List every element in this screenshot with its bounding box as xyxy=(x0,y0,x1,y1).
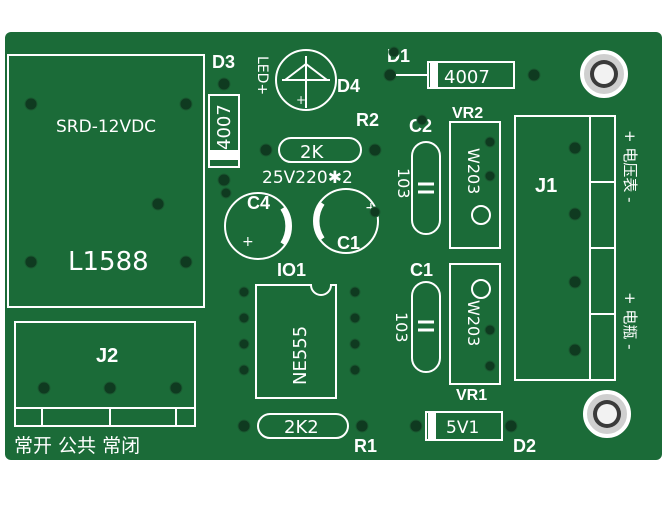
r2-value-text: 2K xyxy=(300,142,324,163)
j1-label: J1 xyxy=(535,175,557,197)
d1-value-text: 4007 xyxy=(444,67,490,88)
led-d4: + xyxy=(275,49,337,111)
ic-value-text: NE555 xyxy=(290,326,311,385)
j1-battery-text: + 电瓶 - xyxy=(621,292,639,350)
vr1-outline xyxy=(449,263,501,385)
svg-text:+: + xyxy=(242,234,254,250)
relay-outline xyxy=(7,54,205,308)
d2-label: D2 xyxy=(513,436,536,456)
vr2-pad-1 xyxy=(484,136,496,148)
r2-pad-left xyxy=(259,143,273,157)
r1-pad-left xyxy=(237,419,251,433)
io1-label: IO1 xyxy=(277,260,306,280)
c1-ceramic-label: C1 xyxy=(410,260,433,280)
d1-band xyxy=(430,62,438,88)
background-strip xyxy=(0,460,667,500)
c1-ceramic-value-text: 103 xyxy=(392,312,411,343)
svg-text:+: + xyxy=(296,93,306,107)
vr1-pad-1 xyxy=(484,324,496,336)
d3-pad-bottom xyxy=(217,173,231,187)
vr2-pad-2 xyxy=(484,170,496,182)
d1-outline xyxy=(427,61,515,89)
cap-rating-text: 25V220✱2 xyxy=(262,168,353,188)
c1-electrolytic-label: C1 xyxy=(337,233,360,253)
relay-pads xyxy=(24,97,193,269)
vr1-pad-2 xyxy=(484,360,496,372)
d2-pad-right xyxy=(504,419,518,433)
r2-pad-right xyxy=(368,143,382,157)
d1-pad-right xyxy=(527,68,541,82)
d3-value-text: 4007 xyxy=(214,104,235,150)
ic-pads xyxy=(238,286,361,376)
d1-pad-left xyxy=(383,68,397,82)
mounting-hole-top-right xyxy=(580,50,628,98)
vr2-adjust xyxy=(471,205,491,225)
c4-label: C4 xyxy=(247,193,270,213)
j2-contact-text: 常开 公共 常闭 xyxy=(14,435,140,457)
j1-voltmeter-text: + 电压表 - xyxy=(621,130,639,203)
vr2-outline xyxy=(449,121,501,249)
j2-outline xyxy=(14,321,196,427)
d3-outline xyxy=(208,94,240,168)
vr2-label: VR2 xyxy=(452,105,483,122)
d3-label: D3 xyxy=(212,52,235,72)
d3-band xyxy=(209,150,239,160)
r1-outline xyxy=(257,413,349,439)
vr1-label: VR1 xyxy=(456,387,487,404)
j2-label: J2 xyxy=(96,345,118,367)
r1-pad-right xyxy=(355,419,369,433)
misc-pads xyxy=(220,46,428,218)
vr2-value-text: W203 xyxy=(464,148,483,194)
j2-pads xyxy=(37,381,183,395)
c2-value-text: 103 xyxy=(394,168,413,199)
capacitor-c1-electrolytic: + xyxy=(313,188,379,254)
mounting-hole-bottom-right xyxy=(583,390,631,438)
d4-label: D4 xyxy=(337,76,360,96)
led-text: LED+ xyxy=(254,56,270,95)
vr1-value-text: W203 xyxy=(464,300,483,346)
j1-pads xyxy=(568,141,582,357)
c1-ceramic-outline xyxy=(411,281,441,373)
d2-band xyxy=(428,412,436,440)
d3-pad-top xyxy=(217,77,231,91)
d2-value-text: 5V1 xyxy=(446,418,479,438)
pcb-surface xyxy=(5,32,662,460)
relay-code-text: L1588 xyxy=(68,247,149,277)
vr1-adjust xyxy=(471,279,491,299)
d2-pad-left xyxy=(409,419,423,433)
ic-outline xyxy=(255,284,337,399)
svg-text:+: + xyxy=(365,200,377,216)
relay-model-text: SRD-12VDC xyxy=(56,117,156,137)
r1-value-text: 2K2 xyxy=(284,417,319,438)
r2-outline xyxy=(278,137,362,163)
capacitor-c4: + xyxy=(224,192,292,260)
r2-label: R2 xyxy=(356,110,379,130)
c2-outline xyxy=(411,141,441,235)
r1-label: R1 xyxy=(354,436,377,456)
d2-outline xyxy=(425,411,503,441)
